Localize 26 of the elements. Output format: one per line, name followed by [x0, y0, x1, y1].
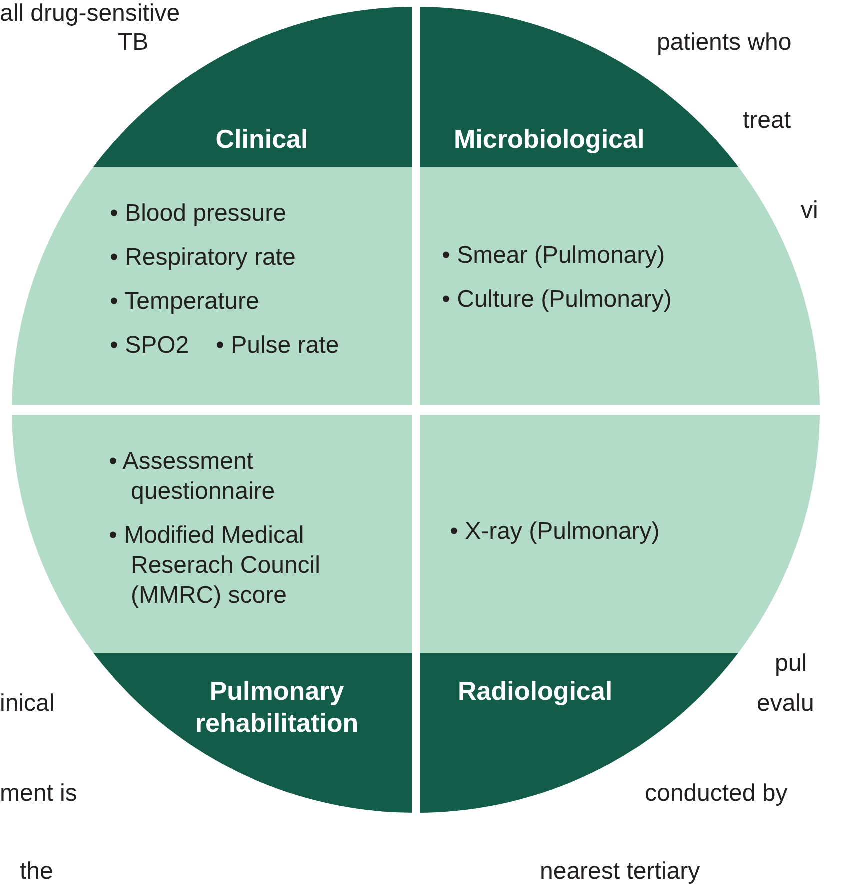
background-text: ment is [0, 780, 78, 808]
bullet-item: • Temperature [110, 287, 260, 317]
background-text: vi [801, 197, 818, 225]
background-text: patients who [657, 29, 792, 57]
background-text: nearest tertiary [540, 858, 700, 886]
bullet-item: • Assessment questionnaire [109, 447, 276, 507]
bullet-item: • Smear (Pulmonary) [442, 241, 666, 271]
quadrant-heading: Clinical [216, 123, 308, 155]
background-text: all drug-sensitive [0, 0, 180, 28]
quadrant-heading: Radiological [458, 675, 613, 707]
bullet-item: • SPO2 [110, 331, 190, 361]
bullet-item: • Respiratory rate [110, 243, 296, 273]
background-text: conducted by [645, 780, 788, 808]
bullet-item: • Blood pressure [110, 199, 286, 229]
background-text: TB [118, 29, 149, 57]
quadrant-heading: Microbiological [454, 123, 645, 155]
bullet-item: • X-ray (Pulmonary) [450, 517, 660, 547]
bullet-item: • Pulse rate [216, 331, 340, 361]
background-text: treat [743, 107, 792, 135]
background-text: pul [775, 650, 808, 678]
background-text: inical [0, 690, 55, 718]
background-text: the [20, 858, 54, 886]
background-text: evalu [757, 690, 814, 718]
quadrant-heading: Pulmonary rehabilitation [194, 675, 360, 739]
bullet-item: • Modified Medical Reserach Council (MMRC) score [109, 521, 322, 611]
bullet-item: • Culture (Pulmonary) [442, 285, 672, 315]
